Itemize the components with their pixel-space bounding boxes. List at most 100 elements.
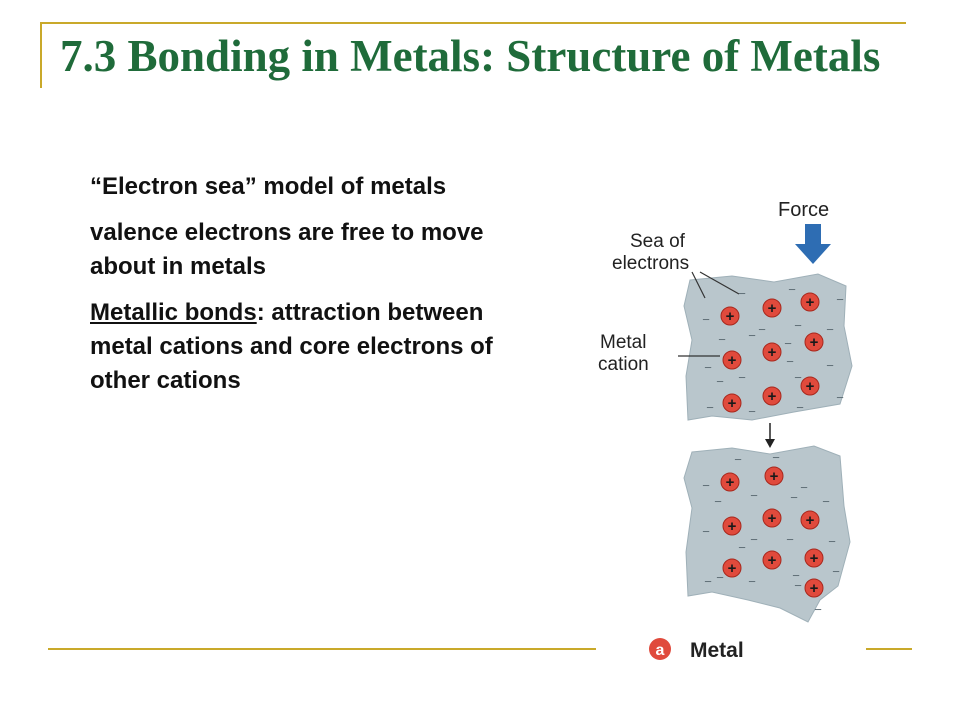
cation-sign: + (728, 395, 737, 412)
electron-icon: − (826, 358, 834, 373)
electron-icon: − (748, 574, 756, 589)
cation-sign: + (726, 308, 735, 325)
electron-icon: − (738, 286, 746, 301)
electron-icon: − (788, 282, 796, 297)
cation-sign: + (768, 510, 777, 527)
cation-icon (762, 298, 782, 318)
cation-sign: + (726, 474, 735, 491)
electron-icon: − (822, 494, 830, 509)
cation-icon (800, 510, 820, 530)
transition-arrow-icon (765, 439, 775, 448)
cation-icon (762, 508, 782, 528)
cation-sign: + (810, 580, 819, 597)
electron-icon: − (714, 494, 722, 509)
electron-icon: − (796, 400, 804, 415)
bottom-rule-left (48, 648, 596, 650)
particles-top: +++++++++−−−−−−−−−−−−−−−−−−−− (702, 282, 844, 419)
cation-icon (800, 292, 820, 312)
cation-icon (762, 550, 782, 570)
force-label: Force (778, 199, 829, 221)
electron-icon: − (716, 570, 724, 585)
cation-sign: + (768, 552, 777, 569)
cation-icon (720, 472, 740, 492)
force-arrow-icon (795, 224, 831, 264)
particles-bottom: +++++++++−−−−−−−−−−−−−−−−−−−− (702, 450, 840, 617)
left-rule (40, 22, 42, 88)
electron-icon: − (828, 534, 836, 549)
bottom-rule-right (866, 648, 912, 650)
electron-icon: − (772, 450, 780, 465)
sea-label-line1: Sea of (630, 231, 686, 252)
electron-icon: − (792, 568, 800, 583)
cation-sign: + (806, 512, 815, 529)
cation-sign: + (810, 334, 819, 351)
top-rule (40, 22, 906, 24)
electron-icon: − (704, 360, 712, 375)
electron-icon: − (814, 602, 822, 617)
cation-sign: + (810, 550, 819, 567)
electron-icon: − (794, 318, 802, 333)
electron-icon: − (750, 532, 758, 547)
cation-icon (722, 393, 742, 413)
electron-icon: − (836, 292, 844, 307)
cation-label-line1: Metal (600, 332, 646, 353)
cation-sign: + (728, 560, 737, 577)
cation-sign: + (768, 300, 777, 317)
sea-label-line2: electrons (612, 253, 689, 274)
bullet-list: “Electron sea” model of metals valence e… (90, 170, 540, 410)
bullet-metallic-bonds: Metallic bonds: attraction between metal… (90, 296, 540, 398)
electron-icon: − (702, 478, 710, 493)
electron-icon: − (836, 390, 844, 405)
cation-icon (722, 350, 742, 370)
electron-icon: − (748, 404, 756, 419)
electron-icon: − (706, 400, 714, 415)
cation-sign: + (806, 294, 815, 311)
cation-icon (720, 306, 740, 326)
electron-icon: − (786, 354, 794, 369)
cation-icon (762, 386, 782, 406)
electron-icon: − (826, 322, 834, 337)
cation-sign: + (806, 378, 815, 395)
bullet-valence-electrons: valence electrons are free to move about… (90, 219, 484, 280)
electron-icon: − (734, 452, 742, 467)
cation-icon (764, 466, 784, 486)
electron-icon: − (716, 374, 724, 389)
cation-sign: + (728, 518, 737, 535)
cation-icon (762, 342, 782, 362)
electron-icon: − (790, 490, 798, 505)
electron-icon: − (738, 540, 746, 555)
electron-icon: − (704, 574, 712, 589)
figure-caption: Metal (690, 639, 744, 662)
cation-sign: + (768, 388, 777, 405)
cation-icon (722, 558, 742, 578)
cation-icon (804, 578, 824, 598)
electron-icon: − (786, 532, 794, 547)
cation-icon (804, 548, 824, 568)
bullet-electron-sea: “Electron sea” model of metals (90, 173, 447, 200)
sea-leader-line-1 (691, 271, 706, 299)
cation-icon (800, 376, 820, 396)
electron-icon: − (750, 488, 758, 503)
electron-icon: − (758, 322, 766, 337)
cation-icon (722, 516, 742, 536)
electron-icon: − (800, 480, 808, 495)
slide-title: 7.3 Bonding in Metals: Structure of Meta… (60, 31, 881, 81)
caption-badge-letter: a (656, 642, 665, 659)
electron-icon: − (832, 564, 840, 579)
electron-icon: − (718, 332, 726, 347)
electron-icon: − (794, 370, 802, 385)
metallic-bonds-term: Metallic bonds (90, 299, 257, 326)
sea-leader-line-2 (699, 271, 740, 295)
electron-icon: − (794, 578, 802, 593)
electron-icon: − (702, 524, 710, 539)
caption-badge-icon (649, 638, 671, 660)
cation-icon (804, 332, 824, 352)
cation-sign: + (770, 468, 779, 485)
metal-diagram: Force Sea of electrons Metal cation (592, 190, 872, 670)
electron-icon: − (748, 328, 756, 343)
cation-label-line2: cation (598, 354, 649, 375)
cation-sign: + (768, 344, 777, 361)
cation-sign: + (728, 352, 737, 369)
electron-icon: − (784, 336, 792, 351)
